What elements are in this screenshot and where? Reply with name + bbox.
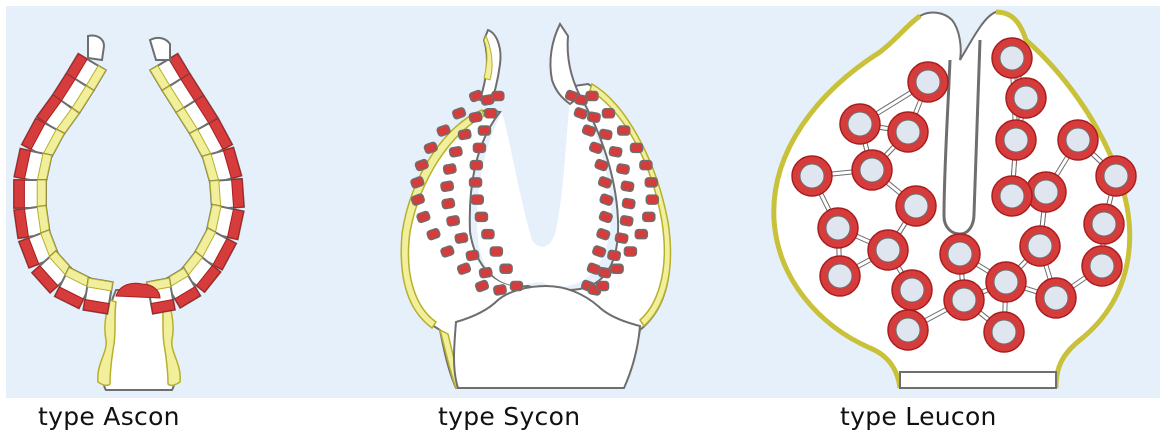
ascon-choanocyte bbox=[14, 180, 24, 208]
sycon-radial-canal bbox=[607, 250, 620, 261]
sycon-radial-canal bbox=[646, 195, 658, 204]
sycon-radial-canal bbox=[599, 129, 612, 140]
sycon-radial-canal bbox=[466, 250, 479, 261]
caption-sycon: type Sycon bbox=[438, 402, 580, 431]
leucon-chamber-lumen bbox=[896, 318, 920, 342]
leucon-chamber-lumen bbox=[1066, 128, 1090, 152]
sycon-radial-canal bbox=[442, 198, 455, 209]
leucon-chamber-lumen bbox=[1000, 184, 1024, 208]
sycon-radial-canal bbox=[635, 230, 647, 239]
ascon-rim-right bbox=[150, 38, 170, 60]
leucon-chamber-lumen bbox=[900, 278, 924, 302]
leucon-chamber-lumen bbox=[860, 158, 884, 182]
sycon-radial-canal bbox=[615, 233, 628, 244]
leucon-chamber-lumen bbox=[1034, 180, 1058, 204]
sycon-radial-canal bbox=[511, 282, 523, 291]
leucon-body bbox=[774, 12, 1130, 388]
leucon-chamber-lumen bbox=[1014, 86, 1038, 110]
sycon-radial-canal bbox=[449, 146, 462, 157]
sycon-radial-canal bbox=[443, 164, 456, 175]
sycon-radial-canal bbox=[490, 247, 502, 256]
sycon-radial-canal bbox=[500, 264, 512, 273]
leucon-chamber-lumen bbox=[1000, 46, 1024, 70]
leucon-diagram bbox=[774, 12, 1136, 388]
leucon-chamber-lumen bbox=[916, 70, 940, 94]
sycon-radial-canal bbox=[470, 178, 482, 187]
sycon-radial-canal bbox=[631, 143, 643, 152]
sycon-radial-canal bbox=[492, 92, 504, 101]
leucon-chamber-lumen bbox=[876, 238, 900, 262]
ascon-left-wall bbox=[14, 54, 113, 314]
sycon-radial-canal bbox=[622, 198, 635, 209]
leucon-chamber-lumen bbox=[1028, 234, 1052, 258]
sycon-radial-canal bbox=[621, 181, 634, 192]
sycon-radial-canal bbox=[611, 264, 623, 273]
sycon-radial-canal bbox=[473, 143, 485, 152]
leucon-chamber-lumen bbox=[1044, 286, 1068, 310]
leucon-chamber-lumen bbox=[1004, 128, 1028, 152]
sycon-radial-canal bbox=[455, 233, 468, 244]
sycon-radial-canal bbox=[645, 178, 657, 187]
ascon-diagram bbox=[14, 35, 244, 390]
sycon-radial-canal bbox=[597, 282, 609, 291]
leucon-chamber-lumen bbox=[904, 194, 928, 218]
sycon-radial-canal bbox=[587, 112, 600, 123]
ascon-pinacocyte bbox=[37, 180, 46, 208]
sycon-radial-canal bbox=[446, 215, 459, 226]
leucon-base bbox=[900, 372, 1056, 388]
leucon-chamber-lumen bbox=[948, 242, 972, 266]
ascon-rim-left bbox=[88, 35, 104, 60]
leucon-chamber-lumen bbox=[1092, 212, 1116, 236]
leucon-chamber-lumen bbox=[896, 120, 920, 144]
ascon-right-wall bbox=[147, 54, 244, 314]
leucon-chamber-lumen bbox=[952, 288, 976, 312]
caption-ascon: type Ascon bbox=[38, 402, 180, 431]
leucon-chamber-lumen bbox=[992, 320, 1016, 344]
leucon-chamber-lumen bbox=[828, 264, 852, 288]
sycon-radial-canal bbox=[586, 92, 598, 101]
leucon-chamber-lumen bbox=[994, 270, 1018, 294]
leucon-chamber-lumen bbox=[800, 164, 824, 188]
sycon-radial-canal bbox=[469, 112, 482, 123]
sycon-radial-canal bbox=[624, 247, 636, 256]
sycon-radial-canal bbox=[598, 267, 611, 278]
sycon-radial-canal bbox=[618, 126, 630, 135]
sycon-radial-canal bbox=[452, 107, 466, 120]
sycon-radial-canal bbox=[471, 195, 483, 204]
leucon-chamber-lumen bbox=[1104, 164, 1128, 188]
sycon-diagram bbox=[401, 24, 670, 388]
sycon-radial-canal bbox=[640, 161, 652, 170]
sycon-radial-canal bbox=[620, 215, 633, 226]
leucon-chamber-lumen bbox=[826, 216, 850, 240]
sycon-radial-canal bbox=[493, 284, 506, 295]
sycon-radial-canal bbox=[478, 126, 490, 135]
sycon-radial-canal bbox=[482, 230, 494, 239]
caption-leucon: type Leucon bbox=[840, 402, 997, 431]
sycon-radial-canal bbox=[440, 181, 453, 192]
sycon-radial-canal bbox=[470, 161, 482, 170]
sycon-radial-canal bbox=[485, 109, 497, 118]
sycon-radial-canal bbox=[475, 212, 487, 221]
leucon-chamber-lumen bbox=[848, 112, 872, 136]
sycon-radial-canal bbox=[602, 109, 614, 118]
leucon-chamber-lumen bbox=[1090, 254, 1114, 278]
sycon-radial-canal bbox=[458, 129, 471, 140]
ascon-choanocyte bbox=[232, 179, 244, 208]
sycon-radial-canal bbox=[479, 267, 492, 278]
sycon-radial-canal bbox=[643, 212, 655, 221]
sycon-radial-canal bbox=[609, 146, 622, 157]
sycon-radial-canal bbox=[616, 164, 629, 175]
